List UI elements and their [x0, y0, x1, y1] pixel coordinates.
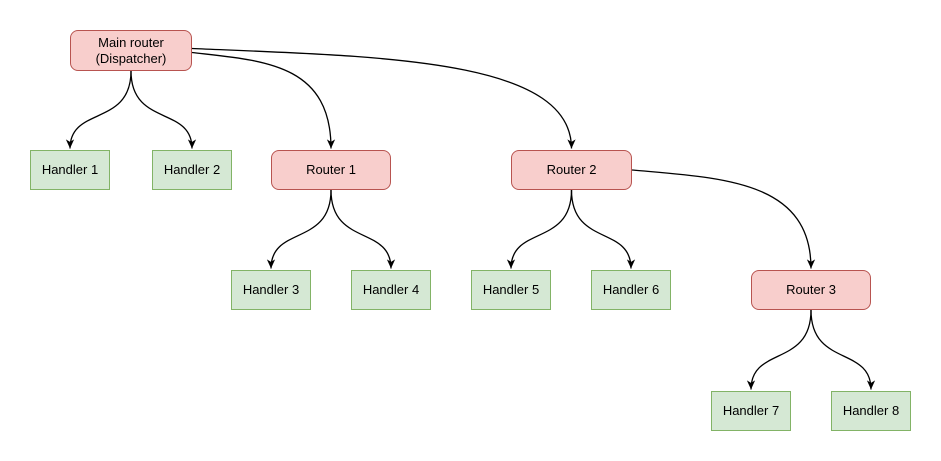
edge-r2-r3 — [631, 169, 816, 269]
node-label: Handler 1 — [41, 162, 99, 177]
node-r2: Router 2 — [511, 150, 632, 190]
node-label: Handler 5 — [482, 282, 540, 297]
node-h4: Handler 4 — [351, 270, 431, 310]
node-h8: Handler 8 — [831, 391, 911, 431]
edge-r1-h3 — [266, 189, 332, 269]
edge-main-r2 — [191, 47, 576, 149]
node-h5: Handler 5 — [471, 270, 551, 310]
edge-r2-h6 — [570, 189, 636, 269]
node-label: Router 3 — [786, 282, 836, 297]
edge-main-r1 — [191, 51, 336, 149]
edge-r1-h4 — [330, 189, 396, 269]
node-label: Handler 3 — [242, 282, 300, 297]
node-h7: Handler 7 — [711, 391, 791, 431]
edge-main-h1 — [65, 70, 132, 149]
node-label: (Dispatcher) — [95, 50, 167, 66]
node-label: Router 1 — [306, 162, 356, 177]
node-label: Router 2 — [546, 162, 597, 177]
node-h2: Handler 2 — [152, 150, 232, 190]
node-label: Main router — [98, 34, 164, 50]
node-label: Handler 8 — [842, 403, 900, 418]
edge-main-h2 — [130, 70, 197, 149]
node-label: Handler 2 — [163, 162, 221, 177]
edge-r3-h8 — [810, 309, 876, 390]
node-label: Handler 4 — [362, 282, 420, 297]
node-h1: Handler 1 — [30, 150, 110, 190]
edge-r3-h7 — [746, 309, 812, 390]
edge-r2-h5 — [506, 189, 573, 269]
node-h3: Handler 3 — [231, 270, 311, 310]
node-r1: Router 1 — [271, 150, 391, 190]
node-label: Handler 6 — [602, 282, 660, 297]
node-label: Handler 7 — [722, 403, 780, 418]
node-main: Main router(Dispatcher) — [70, 30, 192, 71]
node-r3: Router 3 — [751, 270, 871, 310]
node-h6: Handler 6 — [591, 270, 671, 310]
